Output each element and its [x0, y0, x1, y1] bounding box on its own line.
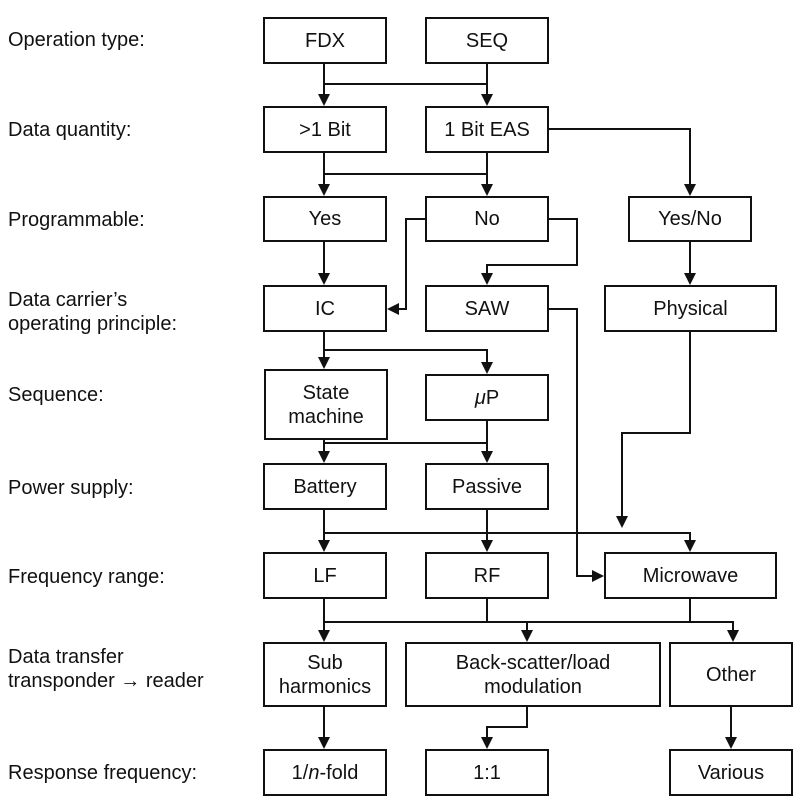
node-state-machine: State machine: [264, 369, 388, 440]
arrowhead-down: [318, 357, 330, 369]
connector-24: [324, 621, 734, 630]
connector-6: [549, 128, 691, 184]
node-fdx: FDX: [263, 17, 387, 64]
arrowhead-down: [727, 630, 739, 642]
row-label-data-transfer: Data transfer transponder → reader: [8, 646, 204, 692]
node-other: Other: [669, 642, 793, 707]
node-rf: RF: [425, 552, 549, 599]
arrowhead-down: [481, 184, 493, 196]
arrowhead-down: [318, 540, 330, 552]
node-1-bit-eas: 1 Bit EAS: [425, 106, 549, 153]
fold-suffix: -fold: [319, 761, 359, 784]
connector-8: [399, 218, 425, 310]
node-microwave: Microwave: [604, 552, 777, 599]
node-ic: IC: [263, 285, 387, 332]
node-backscatter-load-modulation: Back-scatter/load modulation: [405, 642, 661, 707]
arrowhead-down: [481, 273, 493, 285]
row-label-response-frequency: Response frequency:: [8, 762, 198, 784]
arrowhead-down: [481, 737, 493, 749]
node-programmable-yes-no: Yes/No: [628, 196, 752, 242]
connector-27: [486, 707, 528, 737]
arrowhead-down: [318, 737, 330, 749]
fold-prefix: 1/: [291, 761, 309, 784]
arrowhead-down: [481, 94, 493, 106]
connector-12: [324, 349, 488, 362]
arrowhead-down: [684, 540, 696, 552]
row-label-data-quantity: Data quantity:: [8, 119, 132, 141]
arrowhead-down: [481, 540, 493, 552]
connector-19: [621, 332, 691, 516]
node-programmable-yes: Yes: [263, 196, 387, 242]
arrowhead-down: [725, 737, 737, 749]
node-1-n-fold: 1/n-fold: [263, 749, 387, 796]
row-label-power-supply: Power supply:: [8, 477, 134, 499]
row-label-sequence: Sequence:: [8, 384, 104, 406]
mu-symbol: μ: [474, 386, 486, 409]
node-sub-harmonics: Sub harmonics: [263, 642, 387, 707]
arrowhead-down: [684, 273, 696, 285]
connector-18: [324, 532, 691, 540]
node-various: Various: [669, 749, 793, 796]
arrowhead-left: [387, 303, 399, 315]
node-physical: Physical: [604, 285, 777, 332]
arrowhead-down: [521, 630, 533, 642]
arrowhead-down: [481, 451, 493, 463]
arrowhead-down: [684, 184, 696, 196]
row-label-frequency-range: Frequency range:: [8, 566, 165, 588]
node-battery: Battery: [263, 463, 387, 510]
node-seq: SEQ: [425, 17, 549, 64]
arrowhead-down: [318, 273, 330, 285]
fold-n: n: [308, 761, 320, 784]
p-letter: P: [485, 386, 500, 409]
row-label-operating-principle: Data carrier’s operating principle:: [8, 289, 177, 335]
arrowhead-down: [318, 630, 330, 642]
arrowhead-down: [318, 184, 330, 196]
arrowhead-down: [481, 362, 493, 374]
node-lf: LF: [263, 552, 387, 599]
connector-9: [486, 218, 578, 273]
node-saw: SAW: [425, 285, 549, 332]
arrowhead-down: [616, 516, 628, 528]
arrowhead-right: [592, 570, 604, 582]
node-1-to-1: 1:1: [425, 749, 549, 796]
connector-20: [549, 308, 592, 577]
arrowhead-down: [318, 94, 330, 106]
node-passive: Passive: [425, 463, 549, 510]
node-more-than-1-bit: >1 Bit: [263, 106, 387, 153]
node-programmable-no: No: [425, 196, 549, 242]
arrowhead-down: [318, 451, 330, 463]
row-label-operation-type: Operation type:: [8, 29, 145, 51]
row-label-programmable: Programmable:: [8, 209, 145, 231]
